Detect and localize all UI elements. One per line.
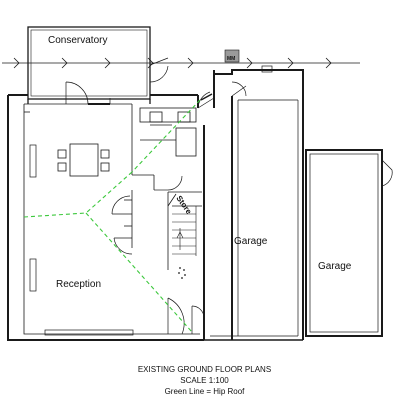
section-line <box>2 57 360 69</box>
conservatory-walls <box>27 26 151 104</box>
store <box>167 191 202 270</box>
reception-partitions <box>24 111 133 248</box>
stairs <box>172 206 197 256</box>
reception-windows <box>29 144 37 292</box>
garage-left <box>204 69 304 341</box>
caption-scale: SCALE 1:100 <box>180 376 229 385</box>
meter-box <box>224 49 240 63</box>
garage-right-label: Garage <box>318 261 352 272</box>
rear-door <box>65 81 111 105</box>
caption-title: EXISTING GROUND FLOOR PLANS <box>137 365 272 374</box>
house-walls-inner <box>23 103 200 335</box>
garage-right <box>305 149 393 337</box>
meter-label: MM <box>227 56 235 62</box>
garage-top-window <box>261 65 273 73</box>
front-door <box>167 297 205 335</box>
stair-dots <box>178 267 186 279</box>
garage-left-door <box>231 81 247 97</box>
kitchen-door <box>154 175 183 191</box>
caption-legend: Green Line = Hip Roof <box>164 387 245 396</box>
conservatory-label: Conservatory <box>48 35 107 46</box>
kitchen-back-door <box>197 91 215 109</box>
hip-roof-lines <box>23 99 201 333</box>
store-label: Store <box>174 194 193 216</box>
front-window <box>44 329 134 336</box>
conservatory-door <box>149 57 169 83</box>
kitchen <box>139 107 197 157</box>
reception-label: Reception <box>56 279 101 290</box>
hall-door-left <box>111 195 133 255</box>
house-walls <box>7 70 233 341</box>
garage-left-label: Garage <box>234 236 268 247</box>
dining-table <box>57 143 110 177</box>
